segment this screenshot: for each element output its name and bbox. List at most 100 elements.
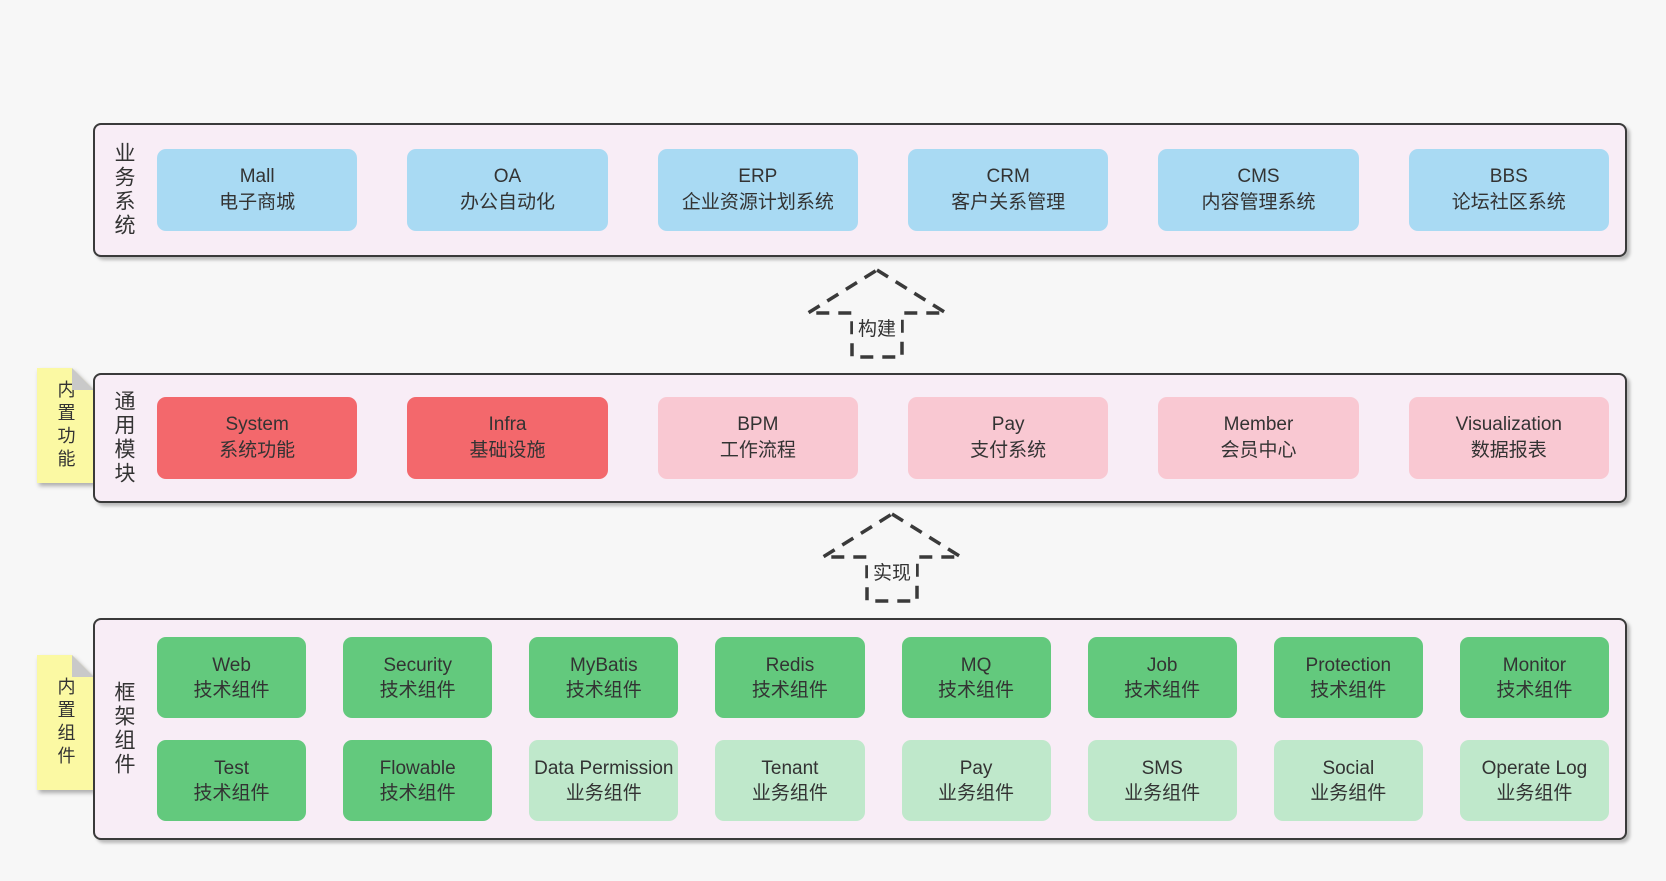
box-title-en: OA: [493, 166, 522, 187]
box-test: Test 技术组件: [157, 740, 307, 821]
box-mq: MQ 技术组件: [901, 637, 1051, 718]
layer-label-business-systems: 业务系统: [112, 142, 135, 238]
box-title-zh: 办公自动化: [459, 192, 555, 213]
box-redis: Redis 技术组件: [715, 637, 865, 718]
layer-common-modules: 通用模块 System 系统功能 Infra 基础设施 BPM 工作流程 Pay…: [93, 373, 1627, 503]
dashed-up-arrow-icon: [806, 268, 948, 359]
box-sms: SMS 业务组件: [1087, 740, 1237, 821]
arrow-implement: 实现: [821, 512, 963, 604]
box-crm: CRM 客户关系管理: [907, 149, 1109, 231]
box-title-en: BPM: [737, 414, 779, 435]
box-system: System 系统功能: [157, 397, 358, 479]
box-title-en: Job: [1146, 654, 1178, 676]
box-bbs: BBS 论坛社区系统: [1408, 149, 1609, 231]
box-cms: CMS 内容管理系统: [1158, 149, 1359, 231]
box-title-zh: 内容管理系统: [1201, 192, 1316, 213]
box-title-zh: 业务组件: [938, 782, 1015, 804]
box-oa: OA 办公自动化: [407, 149, 608, 231]
box-title-en: Data Permission: [534, 757, 674, 779]
layer-label-framework-components: 框架组件: [112, 681, 135, 777]
box-operate-log: Operate Log 业务组件: [1459, 740, 1609, 821]
box-title-en: Protection: [1305, 654, 1392, 676]
box-monitor: Monitor 技术组件: [1459, 637, 1609, 718]
box-title-zh: 技术组件: [1310, 679, 1387, 701]
sticky-note-label: 内置组件: [55, 676, 76, 769]
box-social: Social 业务组件: [1273, 740, 1423, 821]
common-modules-boxes: System 系统功能 Infra 基础设施 BPM 工作流程 Pay 支付系统…: [151, 375, 1625, 501]
box-title-zh: 支付系统: [970, 440, 1047, 461]
arrow-build-label: 构建: [852, 314, 902, 341]
folded-corner-icon: [72, 655, 94, 677]
box-title-zh: 技术组件: [379, 782, 456, 804]
box-job: Job 技术组件: [1087, 637, 1237, 718]
box-data-permission: Data Permission 业务组件: [529, 740, 679, 821]
box-title-en: Security: [383, 654, 452, 676]
box-erp: ERP 企业资源计划系统: [657, 149, 858, 231]
layer-business-systems: 业务系统 Mall 电子商城 OA 办公自动化 ERP 企业资源计划系统 CRM…: [93, 123, 1627, 257]
box-title-zh: 技术组件: [379, 679, 456, 701]
box-title-en: Visualization: [1455, 414, 1562, 435]
layer-label-common-modules: 通用模块: [112, 390, 135, 486]
box-title-zh: 技术组件: [1496, 679, 1573, 701]
box-mall: Mall 电子商城: [157, 149, 358, 231]
business-systems-boxes: Mall 电子商城 OA 办公自动化 ERP 企业资源计划系统 CRM 客户关系…: [151, 125, 1625, 255]
sticky-note-label: 内置功能: [55, 379, 76, 472]
box-title-en: ERP: [738, 166, 778, 187]
box-pay-module: Pay 支付系统: [907, 397, 1109, 479]
folded-corner-icon: [72, 368, 94, 390]
box-tenant: Tenant 业务组件: [715, 740, 865, 821]
box-title-zh: 企业资源计划系统: [681, 192, 834, 213]
sticky-note-paper: 内置组件: [37, 655, 94, 790]
box-protection: Protection 技术组件: [1273, 637, 1423, 718]
box-title-zh: 业务组件: [751, 782, 828, 804]
box-security: Security 技术组件: [343, 637, 493, 718]
box-bpm: BPM 工作流程: [657, 397, 858, 479]
box-title-en: Member: [1223, 414, 1294, 435]
box-title-en: SMS: [1141, 757, 1183, 779]
dashed-up-arrow-icon: [821, 512, 963, 603]
box-title-en: CMS: [1237, 166, 1280, 187]
box-title-zh: 数据报表: [1470, 440, 1547, 461]
box-infra: Infra 基础设施: [407, 397, 608, 479]
box-title-zh: 论坛社区系统: [1451, 192, 1566, 213]
box-title-zh: 技术组件: [193, 679, 270, 701]
arrow-build: 构建: [806, 268, 948, 360]
box-title-en: BBS: [1489, 166, 1528, 187]
arrow-implement-label: 实现: [867, 558, 917, 585]
box-title-en: Social: [1322, 757, 1375, 779]
box-title-zh: 客户关系管理: [951, 192, 1066, 213]
box-title-en: MQ: [960, 654, 992, 676]
box-title-en: Pay: [959, 757, 993, 779]
layer-framework-components: 框架组件 Web 技术组件 Security 技术组件 MyBatis 技术组件…: [93, 618, 1627, 840]
box-web: Web 技术组件: [157, 637, 307, 718]
box-title-en: Redis: [765, 654, 815, 676]
box-title-en: MyBatis: [570, 654, 638, 676]
box-title-en: Mall: [239, 166, 275, 187]
box-title-zh: 技术组件: [565, 679, 642, 701]
box-mybatis: MyBatis 技术组件: [529, 637, 679, 718]
box-title-zh: 业务组件: [1124, 782, 1201, 804]
box-title-zh: 技术组件: [1124, 679, 1201, 701]
box-pay-component: Pay 业务组件: [901, 740, 1051, 821]
box-title-en: Infra: [488, 414, 527, 435]
box-title-en: Monitor: [1502, 654, 1567, 676]
box-title-zh: 工作流程: [719, 440, 796, 461]
box-title-zh: 会员中心: [1220, 440, 1297, 461]
box-visualization: Visualization 数据报表: [1408, 397, 1609, 479]
box-title-zh: 业务组件: [1496, 782, 1573, 804]
box-title-zh: 业务组件: [565, 782, 642, 804]
box-title-zh: 技术组件: [751, 679, 828, 701]
box-title-zh: 电子商城: [219, 192, 296, 213]
box-flowable: Flowable 技术组件: [343, 740, 493, 821]
box-title-en: System: [225, 414, 289, 435]
box-member: Member 会员中心: [1158, 397, 1359, 479]
box-title-en: Test: [214, 757, 249, 779]
sticky-note-builtin-components: 内置组件: [37, 655, 94, 790]
box-title-en: Flowable: [379, 757, 456, 779]
box-title-en: Tenant: [761, 757, 819, 779]
box-title-en: CRM: [986, 166, 1030, 187]
box-title-zh: 基础设施: [469, 440, 546, 461]
box-title-zh: 技术组件: [938, 679, 1015, 701]
box-title-zh: 系统功能: [219, 440, 296, 461]
